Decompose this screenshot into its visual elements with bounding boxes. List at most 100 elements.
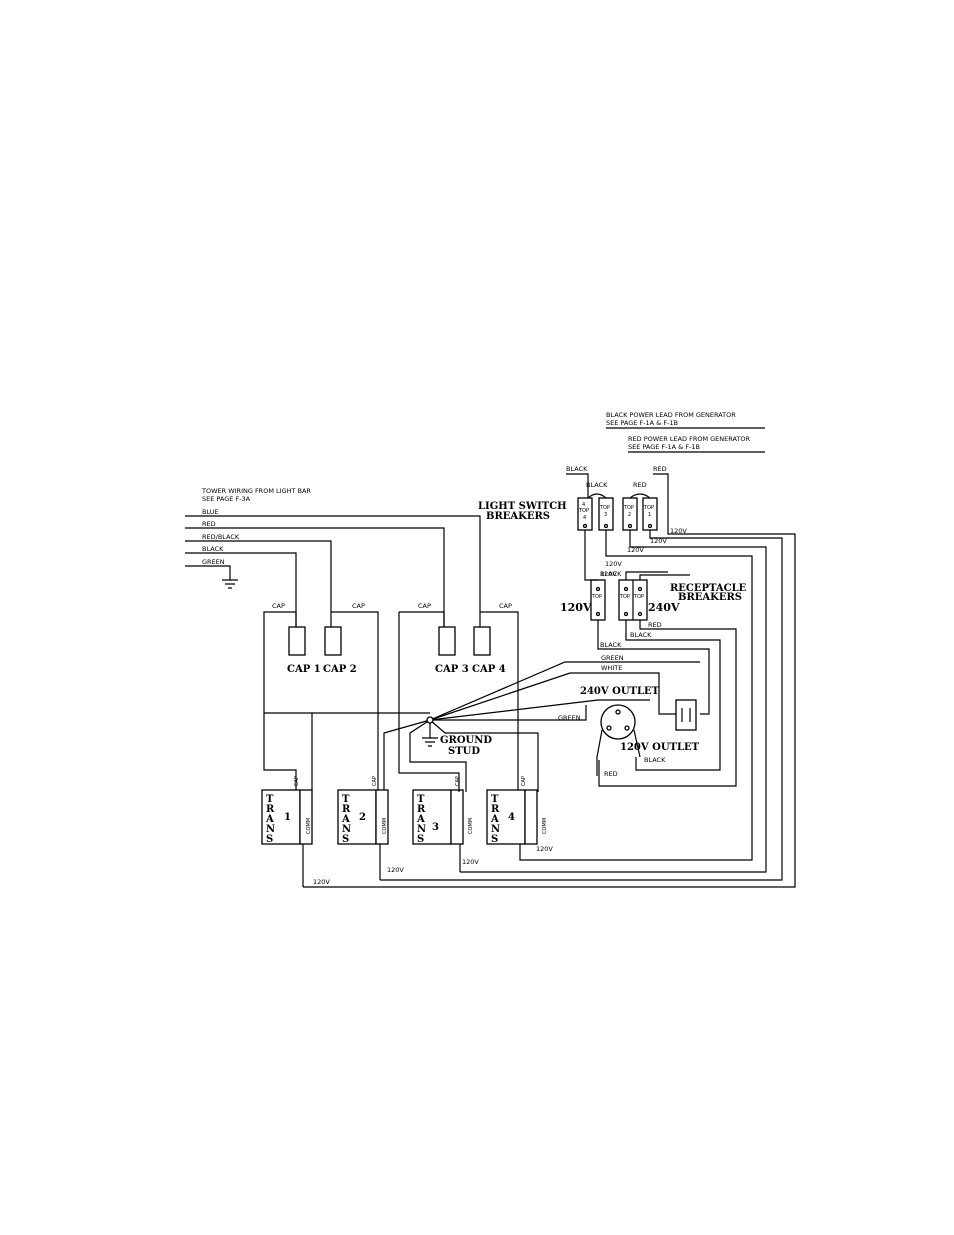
- wire-black: [185, 552, 297, 627]
- light-switch-heading-2: BREAKERS: [486, 511, 550, 522]
- tower-note: TOWER WIRING FROM LIGHT BAR: [201, 487, 311, 495]
- svg-text:1: 1: [284, 812, 291, 823]
- cap-4-wire: [480, 611, 519, 792]
- svg-text:4: 4: [583, 515, 586, 521]
- breaker-red-label: RED: [633, 481, 647, 489]
- svg-text:TOP: TOP: [599, 505, 610, 511]
- svg-text:N: N: [266, 824, 275, 835]
- cap-label-3: CAP: [418, 602, 431, 610]
- red-lead-wire: [653, 473, 669, 498]
- light-jumper-black: [587, 493, 607, 499]
- trans-1: T R A N S 1 CAP COMM 120V: [261, 713, 330, 887]
- svg-text:COMM: COMM: [306, 818, 312, 834]
- svg-text:CAP 2: CAP 2: [323, 664, 357, 675]
- cap-4: CAP 4: [472, 626, 506, 675]
- svg-text:T: T: [491, 794, 499, 805]
- cap-3-wire: [398, 612, 460, 792]
- svg-text:COMM: COMM: [382, 818, 388, 834]
- cap-label-2: CAP: [352, 602, 365, 610]
- generator-lead-notes: BLACK POWER LEAD FROM GENERATOR SEE PAGE…: [566, 411, 765, 498]
- svg-text:T: T: [266, 794, 274, 805]
- receptacle-breaker-120: TOP: [590, 579, 606, 621]
- ground-to-outlet: [429, 699, 650, 721]
- wire-red-lead-out: [303, 498, 796, 888]
- black-lead-wire: [566, 473, 589, 498]
- svg-text:A: A: [490, 814, 499, 825]
- light-breaker-1: TOP 1: [642, 497, 658, 531]
- label-120v-d: 120V: [670, 527, 687, 535]
- label-white: WHITE: [601, 664, 622, 672]
- black-lead-ref: SEE PAGE F-1A & F-1B: [606, 419, 678, 427]
- wire-label-black: BLACK: [202, 545, 224, 553]
- svg-text:N: N: [417, 824, 426, 835]
- cap-label-4: CAP: [499, 602, 512, 610]
- breaker-black-label: BLACK: [586, 481, 608, 489]
- light-breaker-2: TOP 2: [622, 497, 638, 531]
- cap-1-wire: [263, 611, 297, 713]
- trans-1-120v-label: 120V: [313, 878, 330, 886]
- outlet-120v-label: 120V OUTLET: [620, 742, 700, 753]
- light-jumper-red: [629, 493, 651, 499]
- wire-red-black: [185, 540, 332, 627]
- svg-text:COMM: COMM: [468, 818, 474, 834]
- wire-light-1-out: [380, 530, 783, 881]
- label-green-ground: GREEN: [558, 714, 581, 722]
- svg-text:A: A: [416, 814, 425, 825]
- receptacle-240v-label: 240V: [648, 601, 680, 614]
- wire-light-2-out: [460, 530, 767, 873]
- svg-text:S: S: [417, 834, 424, 845]
- svg-text:4: 4: [582, 502, 585, 508]
- label-120v-a: 120V: [605, 560, 622, 568]
- outlet-120v-icon: [675, 699, 697, 731]
- svg-text:CAP 4: CAP 4: [472, 664, 506, 675]
- lead-label-black: BLACK: [566, 465, 588, 473]
- red-lead-note: RED POWER LEAD FROM GENERATOR: [628, 435, 751, 443]
- svg-text:R: R: [266, 804, 275, 815]
- wire-240-red-out: [598, 620, 737, 787]
- light-breaker-4: 4 TOP 4: [577, 497, 593, 531]
- ground-white: [429, 672, 676, 721]
- light-switch-heading: LIGHT SWITCH: [478, 501, 567, 512]
- svg-text:COMM: COMM: [542, 818, 548, 834]
- ground-green: [430, 705, 587, 721]
- trans-2: T R A N S 2 CAP COMM 120V: [337, 776, 404, 880]
- trans-4-ground: [429, 719, 539, 792]
- cap-3: CAP 3: [435, 626, 469, 675]
- svg-text:T: T: [342, 794, 350, 805]
- trans-2-120v-label: 120V: [387, 866, 404, 874]
- trans-3-ground: [409, 719, 467, 792]
- feed-to-120-breaker: [584, 530, 598, 581]
- svg-text:2: 2: [359, 812, 366, 823]
- red-lead-ref: SEE PAGE F-1A & F-1B: [628, 443, 700, 451]
- trans-1-cap: [263, 713, 297, 790]
- tower-wiring-note: TOWER WIRING FROM LIGHT BAR SEE PAGE F-3…: [201, 487, 311, 503]
- tower-wires: BLUE RED RED/BLACK BLACK GREEN: [185, 508, 481, 627]
- svg-text:TOP: TOP: [591, 594, 602, 600]
- svg-text:S: S: [491, 834, 498, 845]
- svg-text:3: 3: [604, 512, 607, 518]
- outlet-240v-label: 240V OUTLET: [580, 686, 660, 697]
- jumper-red-240: [639, 574, 690, 580]
- svg-text:S: S: [342, 834, 349, 845]
- svg-text:R: R: [342, 804, 351, 815]
- svg-text:S: S: [266, 834, 273, 845]
- breaker-interconnect-wires: 120V 120V 120V 120V BLACK RED BLACK BLAC…: [303, 498, 796, 888]
- label-black-outlet: BLACK: [644, 756, 666, 764]
- wire-label-green: GREEN: [202, 558, 225, 566]
- label-black-120: BLACK: [600, 641, 622, 649]
- cap-3-loop: [399, 611, 445, 627]
- wire-120-black-out: [597, 620, 710, 715]
- svg-text:CAP 3: CAP 3: [435, 664, 469, 675]
- wire-label-red: RED: [202, 520, 216, 528]
- svg-text:N: N: [491, 824, 500, 835]
- transformers: T R A N S 1 CAP COMM 120V T R A N S 2 CA…: [261, 713, 553, 887]
- black-lead-note: BLACK POWER LEAD FROM GENERATOR: [606, 411, 736, 419]
- trans-4-120v: [519, 844, 545, 861]
- label-120v-c: 120V: [650, 537, 667, 545]
- wire-240-black-out: [625, 620, 721, 771]
- svg-text:A: A: [341, 814, 350, 825]
- svg-text:R: R: [417, 804, 426, 815]
- wire-blue: [185, 515, 481, 627]
- label-red-outlet: RED: [604, 770, 618, 778]
- svg-text:TOP: TOP: [633, 594, 644, 600]
